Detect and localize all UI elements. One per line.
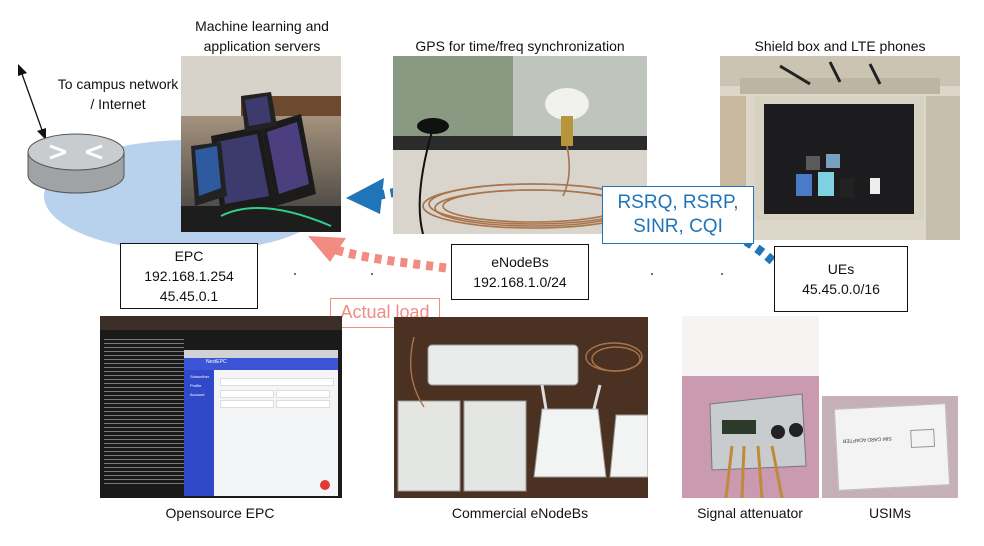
commercial-enodebs-caption: Commercial eNodeBs [451,505,589,521]
shield-caption: Shield box and LTE phones [754,38,926,54]
epc-web-ui: NextEPC Subscriber Profile Account [184,350,338,496]
epc-menu-profile[interactable]: Profile [190,383,202,388]
actual-load-arrow [328,243,447,273]
epc-menu-account[interactable]: Account [190,392,205,397]
servers-caption: Machine learning and application servers [195,18,329,54]
usim-card-label: SIM CARD ADAPTER [842,435,892,444]
opensource-epc-caption: Opensource EPC [165,505,275,521]
epc-menu-subscriber[interactable]: Subscriber [190,374,210,379]
commercial-enodebs-photo [394,317,648,498]
epc-box: EPC 192.168.1.254 45.45.0.1 [120,243,258,309]
campus-caption: To campus network / Internet [57,76,179,112]
enodebs-box: eNodeBs 192.168.1.0/24 [451,244,589,300]
usims-caption: USIMs [869,505,911,521]
opensource-epc-photo: NextEPC Subscriber Profile Account [100,316,342,498]
internet-link-arrow [21,73,43,131]
signal-attenuator-photo [682,316,819,498]
gps-caption: GPS for time/freq synchronization [415,38,625,54]
epc-sidebar: Subscriber Profile Account [184,370,214,496]
attenuator-caption: Signal attenuator [697,505,803,521]
shield-box-photo [720,56,960,240]
servers-photo [181,56,341,232]
router-icon [27,133,125,194]
ues-box: UEs 45.45.0.0/16 [774,246,908,312]
usims-photo: SIM CARD ADAPTER [822,396,958,498]
gps-photo [393,56,647,234]
metrics-callout: RSRQ, RSRP, SINR, CQI [602,186,754,244]
epc-app-name: NextEPC [206,359,227,365]
